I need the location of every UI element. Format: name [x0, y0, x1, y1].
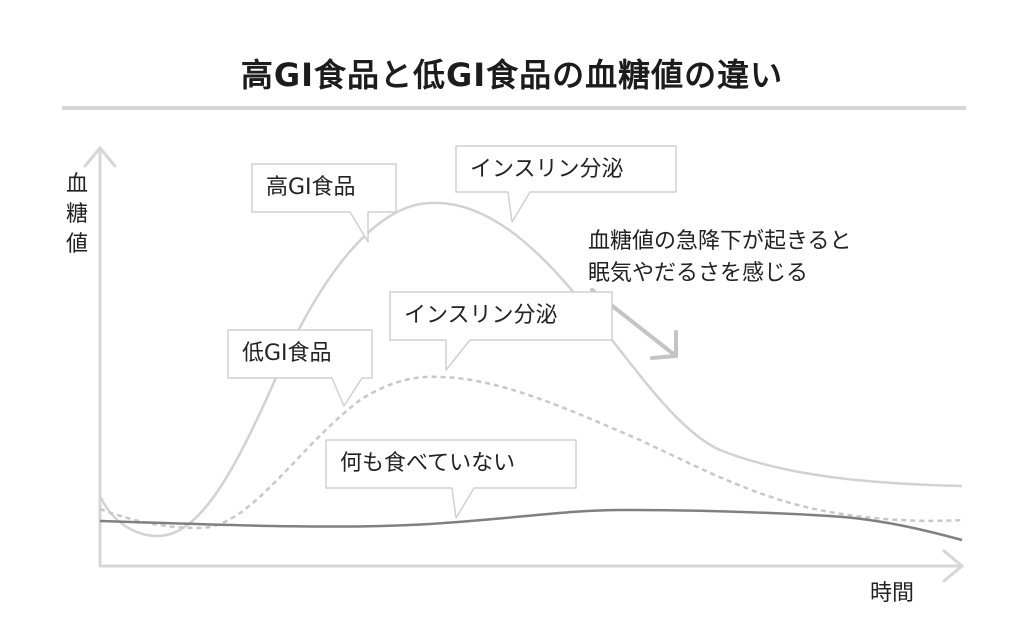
baseline-curve — [99, 508, 963, 542]
drop-note-line: 眠気やだるさを感じる — [588, 261, 809, 286]
x-axis-label: 時間 — [870, 581, 915, 606]
low-gi-curve — [99, 375, 963, 530]
title-divider — [62, 106, 966, 110]
y-axis-label: 血 糖 値 — [62, 170, 92, 260]
insulin-high-label: インスリン分泌 — [470, 157, 624, 182]
insulin-high-bubble — [455, 145, 677, 223]
high-gi-label: 高GI食品 — [266, 175, 356, 200]
insulin-low-bubble — [389, 291, 613, 371]
x-axis-arrowhead — [942, 549, 964, 583]
low-gi-label: 低GI食品 — [242, 341, 332, 366]
low-gi-bubble — [227, 329, 373, 407]
y-axis-label-char: 血 — [65, 172, 88, 197]
page-title: 高GI食品と低GI食品の血糖値の違い — [240, 56, 784, 94]
y-axis-label-char: 値 — [65, 232, 88, 257]
high-gi-curve — [98, 201, 963, 538]
drop-note-line: 血糖値の急降下が起きると — [588, 229, 852, 254]
callout-bubbles — [227, 145, 677, 519]
y-axis-label-char: 糖 — [65, 202, 88, 227]
nothing-eaten-bubble — [325, 439, 577, 519]
y-axis-arrowhead — [83, 146, 117, 168]
insulin-low-label: インスリン分泌 — [404, 303, 558, 328]
drop-note: 血糖値の急降下が起きると 眠気やだるさを感じる — [588, 226, 852, 290]
high-gi-bubble — [251, 163, 397, 243]
nothing-eaten-label: 何も食べていない — [340, 451, 516, 476]
